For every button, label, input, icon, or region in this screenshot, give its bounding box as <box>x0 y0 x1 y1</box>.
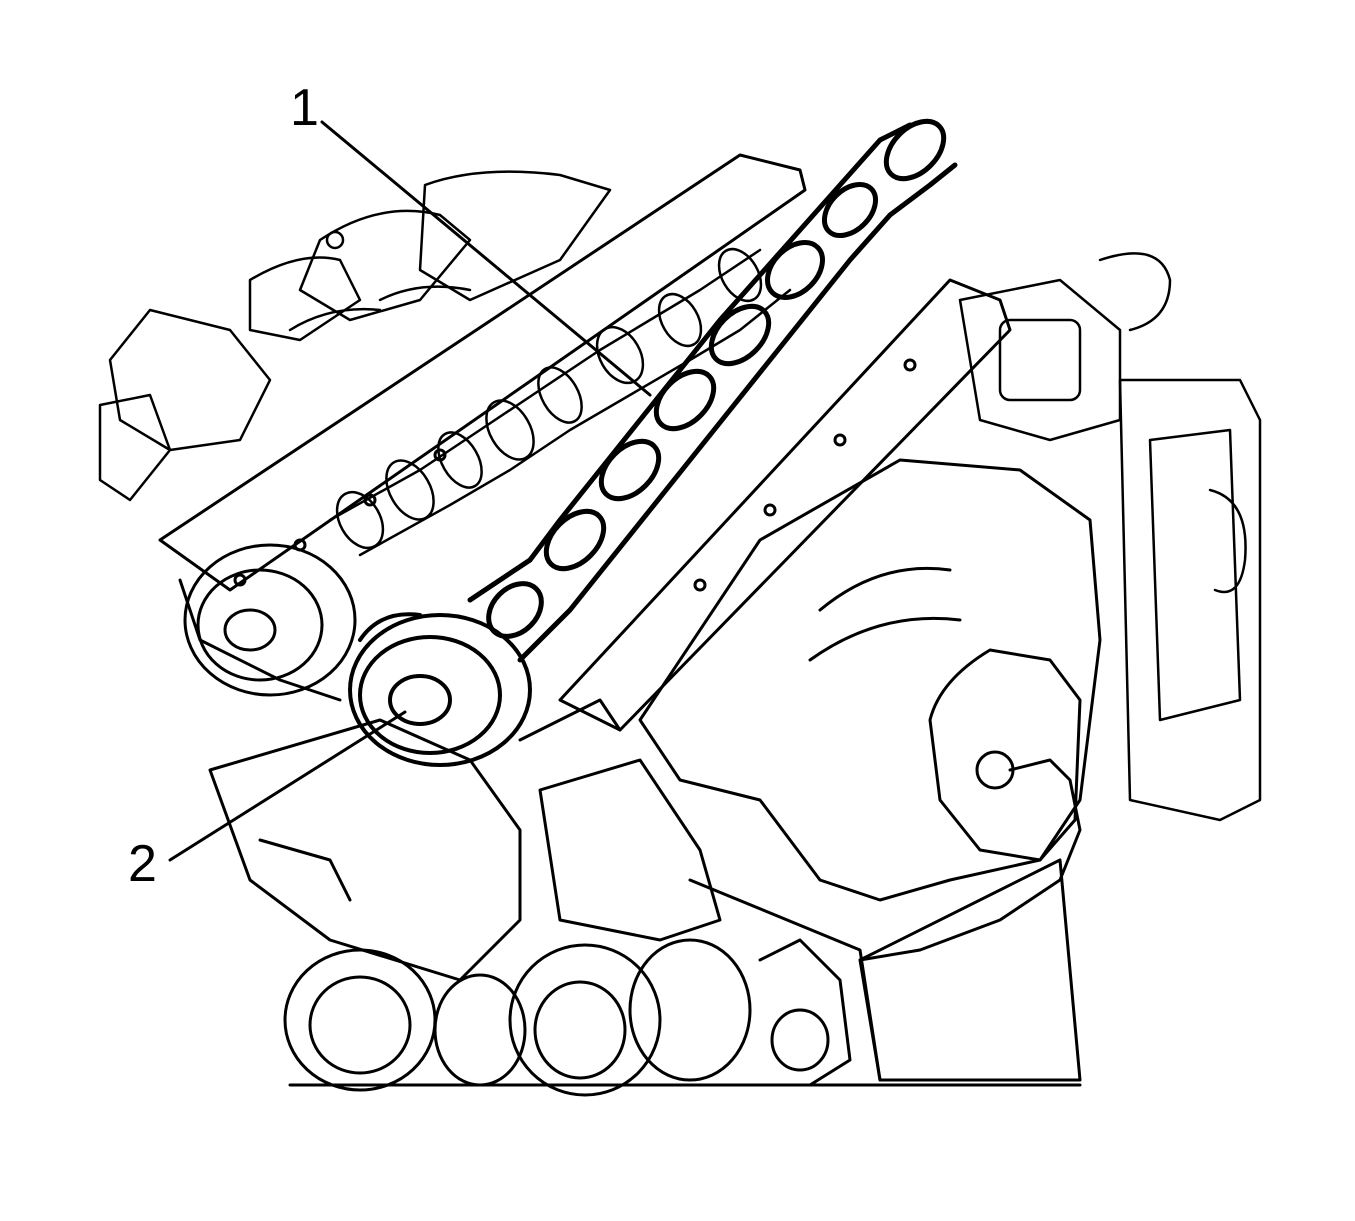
exhaust-heat-shield <box>638 458 1102 962</box>
right-side-components <box>958 252 1262 822</box>
engine-block-lower <box>208 718 1082 1082</box>
camshaft-sprocket <box>348 612 532 767</box>
intake-camshaft <box>328 247 792 557</box>
cylinder-head <box>158 153 1012 742</box>
callout-1-leader <box>320 120 652 397</box>
callout-label-2: 2 <box>128 835 157 893</box>
intake-camshaft-sprocket <box>183 543 357 697</box>
callout-label-1: 1 <box>290 79 319 137</box>
exhaust-camshaft <box>467 118 958 663</box>
crankshaft-pulleys <box>283 938 1082 1097</box>
callout-2-leader <box>168 710 407 862</box>
intake-manifold <box>98 170 612 502</box>
